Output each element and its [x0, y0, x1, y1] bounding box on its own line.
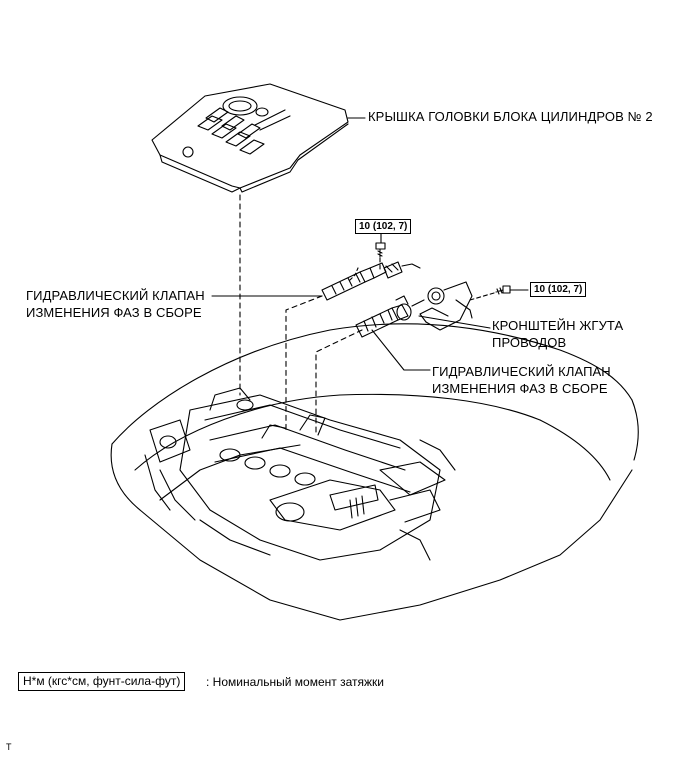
- wire-harness-bracket-illustration: [411, 281, 473, 331]
- corner-mark: T: [6, 742, 12, 752]
- ocv-right-illustration: [355, 295, 412, 338]
- ocv-left-label-line1: ГИДРАВЛИЧЕСКИЙ КЛАПАН: [26, 288, 205, 303]
- wire-harness-bracket-label-line2: ПРОВОДОВ: [492, 335, 567, 350]
- torque-spec-right: 10 (102, 7): [530, 282, 587, 297]
- wire-harness-bracket-label-line1: КРОНШТЕЙН ЖГУТА: [492, 318, 624, 333]
- cylinder-head-cover-illustration: [151, 83, 349, 193]
- ocv-right-label-line1: ГИДРАВЛИЧЕСКИЙ КЛАПАН: [432, 364, 611, 379]
- cylinder-head-cover-label: КРЫШКА ГОЛОВКИ БЛОКА ЦИЛИНДРОВ № 2: [368, 109, 653, 124]
- bolt-right-illustration: [495, 285, 529, 295]
- ocv-left-illustration: [321, 261, 421, 301]
- torque-spec-top: 10 (102, 7): [355, 219, 412, 234]
- ocv-right-label-line2: ИЗМЕНЕНИЯ ФАЗ В СБОРЕ: [432, 381, 608, 396]
- engine-illustration: [144, 387, 456, 561]
- torque-legend-description: : Номинальный момент затяжки: [206, 675, 384, 689]
- ocv-left-label-line2: ИЗМЕНЕНИЯ ФАЗ В СБОРЕ: [26, 305, 202, 320]
- torque-unit-legend-box: Н*м (кгс*см, фунт-сила-фут): [18, 672, 186, 691]
- bolt-top-illustration: [375, 232, 386, 258]
